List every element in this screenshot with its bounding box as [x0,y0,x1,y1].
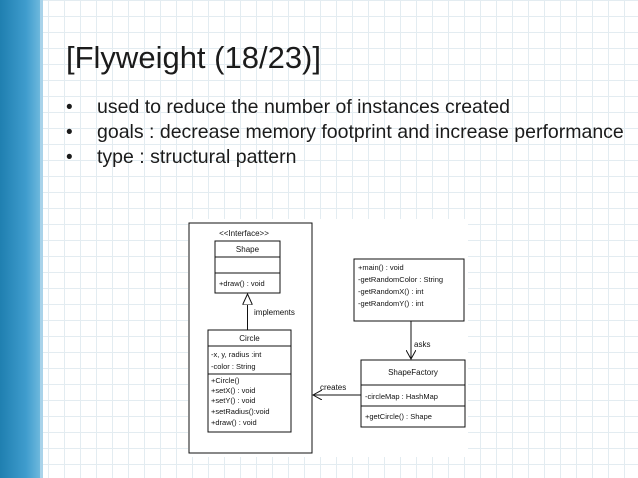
bullet-dot: • [66,97,73,118]
package-frame [188,222,313,454]
uml-diagram-svg: <<Interface>> Shape +draw() : void imple… [188,222,466,454]
shape-interface-box: Shape +draw() : void [214,240,281,294]
demo-method: -getRandomColor : String [358,275,443,284]
circle-attribute: -x, y, radius :int [211,350,262,359]
circle-method: +draw() : void [211,418,257,427]
factory-method: +getCircle() : Shape [365,412,432,421]
bullet-dot: • [66,147,73,168]
implements-label: implements [254,308,295,317]
bullet-list: • used to reduce the number of instances … [66,95,626,170]
circle-attribute: -color : String [211,362,256,371]
circle-class-box: Circle -x, y, radius :int -color : Strin… [207,329,292,433]
bullet-text: used to reduce the number of instances c… [97,96,511,118]
uml-class-diagram: <<Interface>> Shape +draw() : void imple… [188,219,468,457]
demo-method: +main() : void [358,263,404,272]
circle-method: +setX() : void [211,386,255,395]
interface-stereotype: <<Interface>> [219,229,269,238]
circle-method: +setRadius():void [211,407,270,416]
circle-method: +setY() : void [211,396,255,405]
bullet-item: • type : structural pattern [66,145,626,170]
circle-name: Circle [239,334,260,343]
bullet-item: • goals : decrease memory footprint and i… [66,120,626,145]
bullet-item: • used to reduce the number of instances … [66,95,626,120]
shape-name: Shape [236,245,260,254]
shape-method: +draw() : void [219,279,265,288]
demo-method: -getRandomY() : int [358,299,424,308]
slide-title: [Flyweight (18/23)] [66,40,321,75]
factory-name: ShapeFactory [388,368,438,377]
shape-factory-box: ShapeFactory -circleMap : HashMap +getCi… [360,359,466,428]
circle-method: +Circle() [211,376,240,385]
bullet-dot: • [66,122,73,143]
left-accent-bar [0,0,40,478]
bullet-text: type : structural pattern [97,146,297,168]
asks-label: asks [414,340,430,349]
demo-method: -getRandomX() : int [358,287,424,296]
bullet-text: goals : decrease memory footprint and in… [97,121,624,143]
left-accent-edge [40,0,43,478]
factory-attribute: -circleMap : HashMap [365,392,438,401]
demo-class-box: +main() : void -getRandomColor : String … [353,258,465,322]
creates-label: creates [320,383,346,392]
